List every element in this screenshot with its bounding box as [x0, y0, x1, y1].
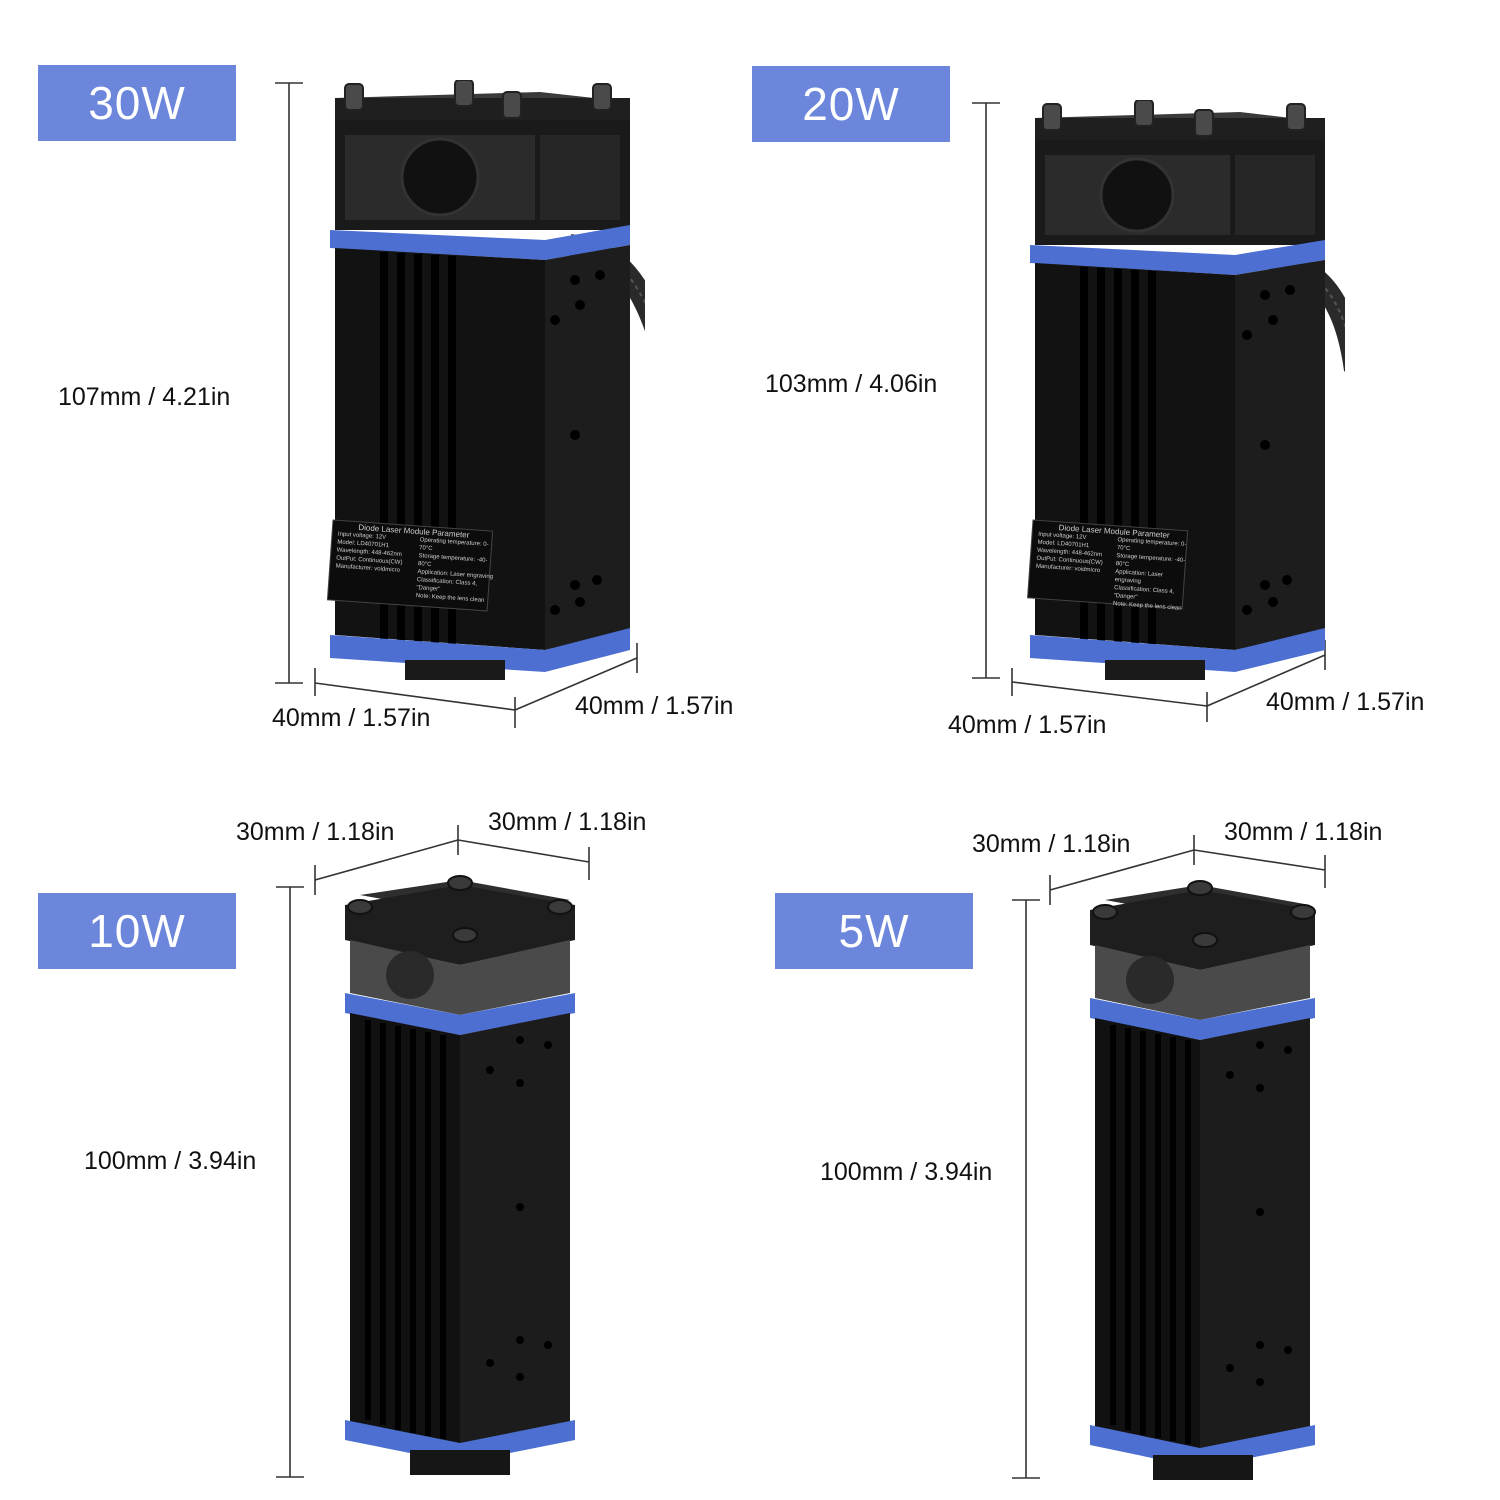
laser-module-image: [345, 875, 575, 1475]
laser-module-image: [1090, 880, 1316, 1480]
parameter-label: Diode Laser Module Parameter Input volta…: [334, 523, 499, 606]
dimension-lines: [1012, 835, 1326, 1479]
laser-module-image: [1027, 100, 1345, 680]
dimension-lines: [275, 82, 638, 728]
width-dimension: 40mm / 1.57in: [272, 704, 431, 732]
height-dimension: 107mm / 4.21in: [58, 383, 231, 411]
panel-5w: 5W 30mm / 1.18in 30mm / 1.18in 100mm / 3…: [750, 750, 1500, 1500]
height-dimension: 100mm / 3.94in: [84, 1147, 257, 1175]
width-dimension: 40mm / 1.57in: [948, 711, 1107, 739]
width-dimension: 30mm / 1.18in: [972, 830, 1131, 858]
depth-dimension: 40mm / 1.57in: [575, 692, 734, 720]
power-badge: 20W: [752, 66, 950, 142]
depth-dimension: 30mm / 1.18in: [1224, 818, 1383, 846]
panel-20w: 20W 103mm / 4.06in 40mm / 1.57in 40mm / …: [750, 0, 1500, 750]
parameter-label: Diode Laser Module Parameter Input volta…: [1033, 523, 1193, 614]
width-dimension: 30mm / 1.18in: [236, 818, 395, 846]
panel-30w: 30W 107mm / 4.21in 40mm / 1.57in 40mm / …: [0, 0, 750, 750]
height-dimension: 103mm / 4.06in: [765, 370, 938, 398]
dimension-lines: [972, 102, 1326, 722]
laser-module-image: [326, 80, 645, 680]
power-badge: 10W: [38, 893, 236, 969]
power-badge: 5W: [775, 893, 973, 969]
depth-dimension: 30mm / 1.18in: [488, 808, 647, 836]
height-dimension: 100mm / 3.94in: [820, 1158, 993, 1186]
panel-10w: 10W 30mm / 1.18in 30mm / 1.18in 100mm / …: [0, 750, 750, 1500]
power-badge: 30W: [38, 65, 236, 141]
depth-dimension: 40mm / 1.57in: [1266, 688, 1425, 716]
dimension-lines: [276, 825, 590, 1478]
